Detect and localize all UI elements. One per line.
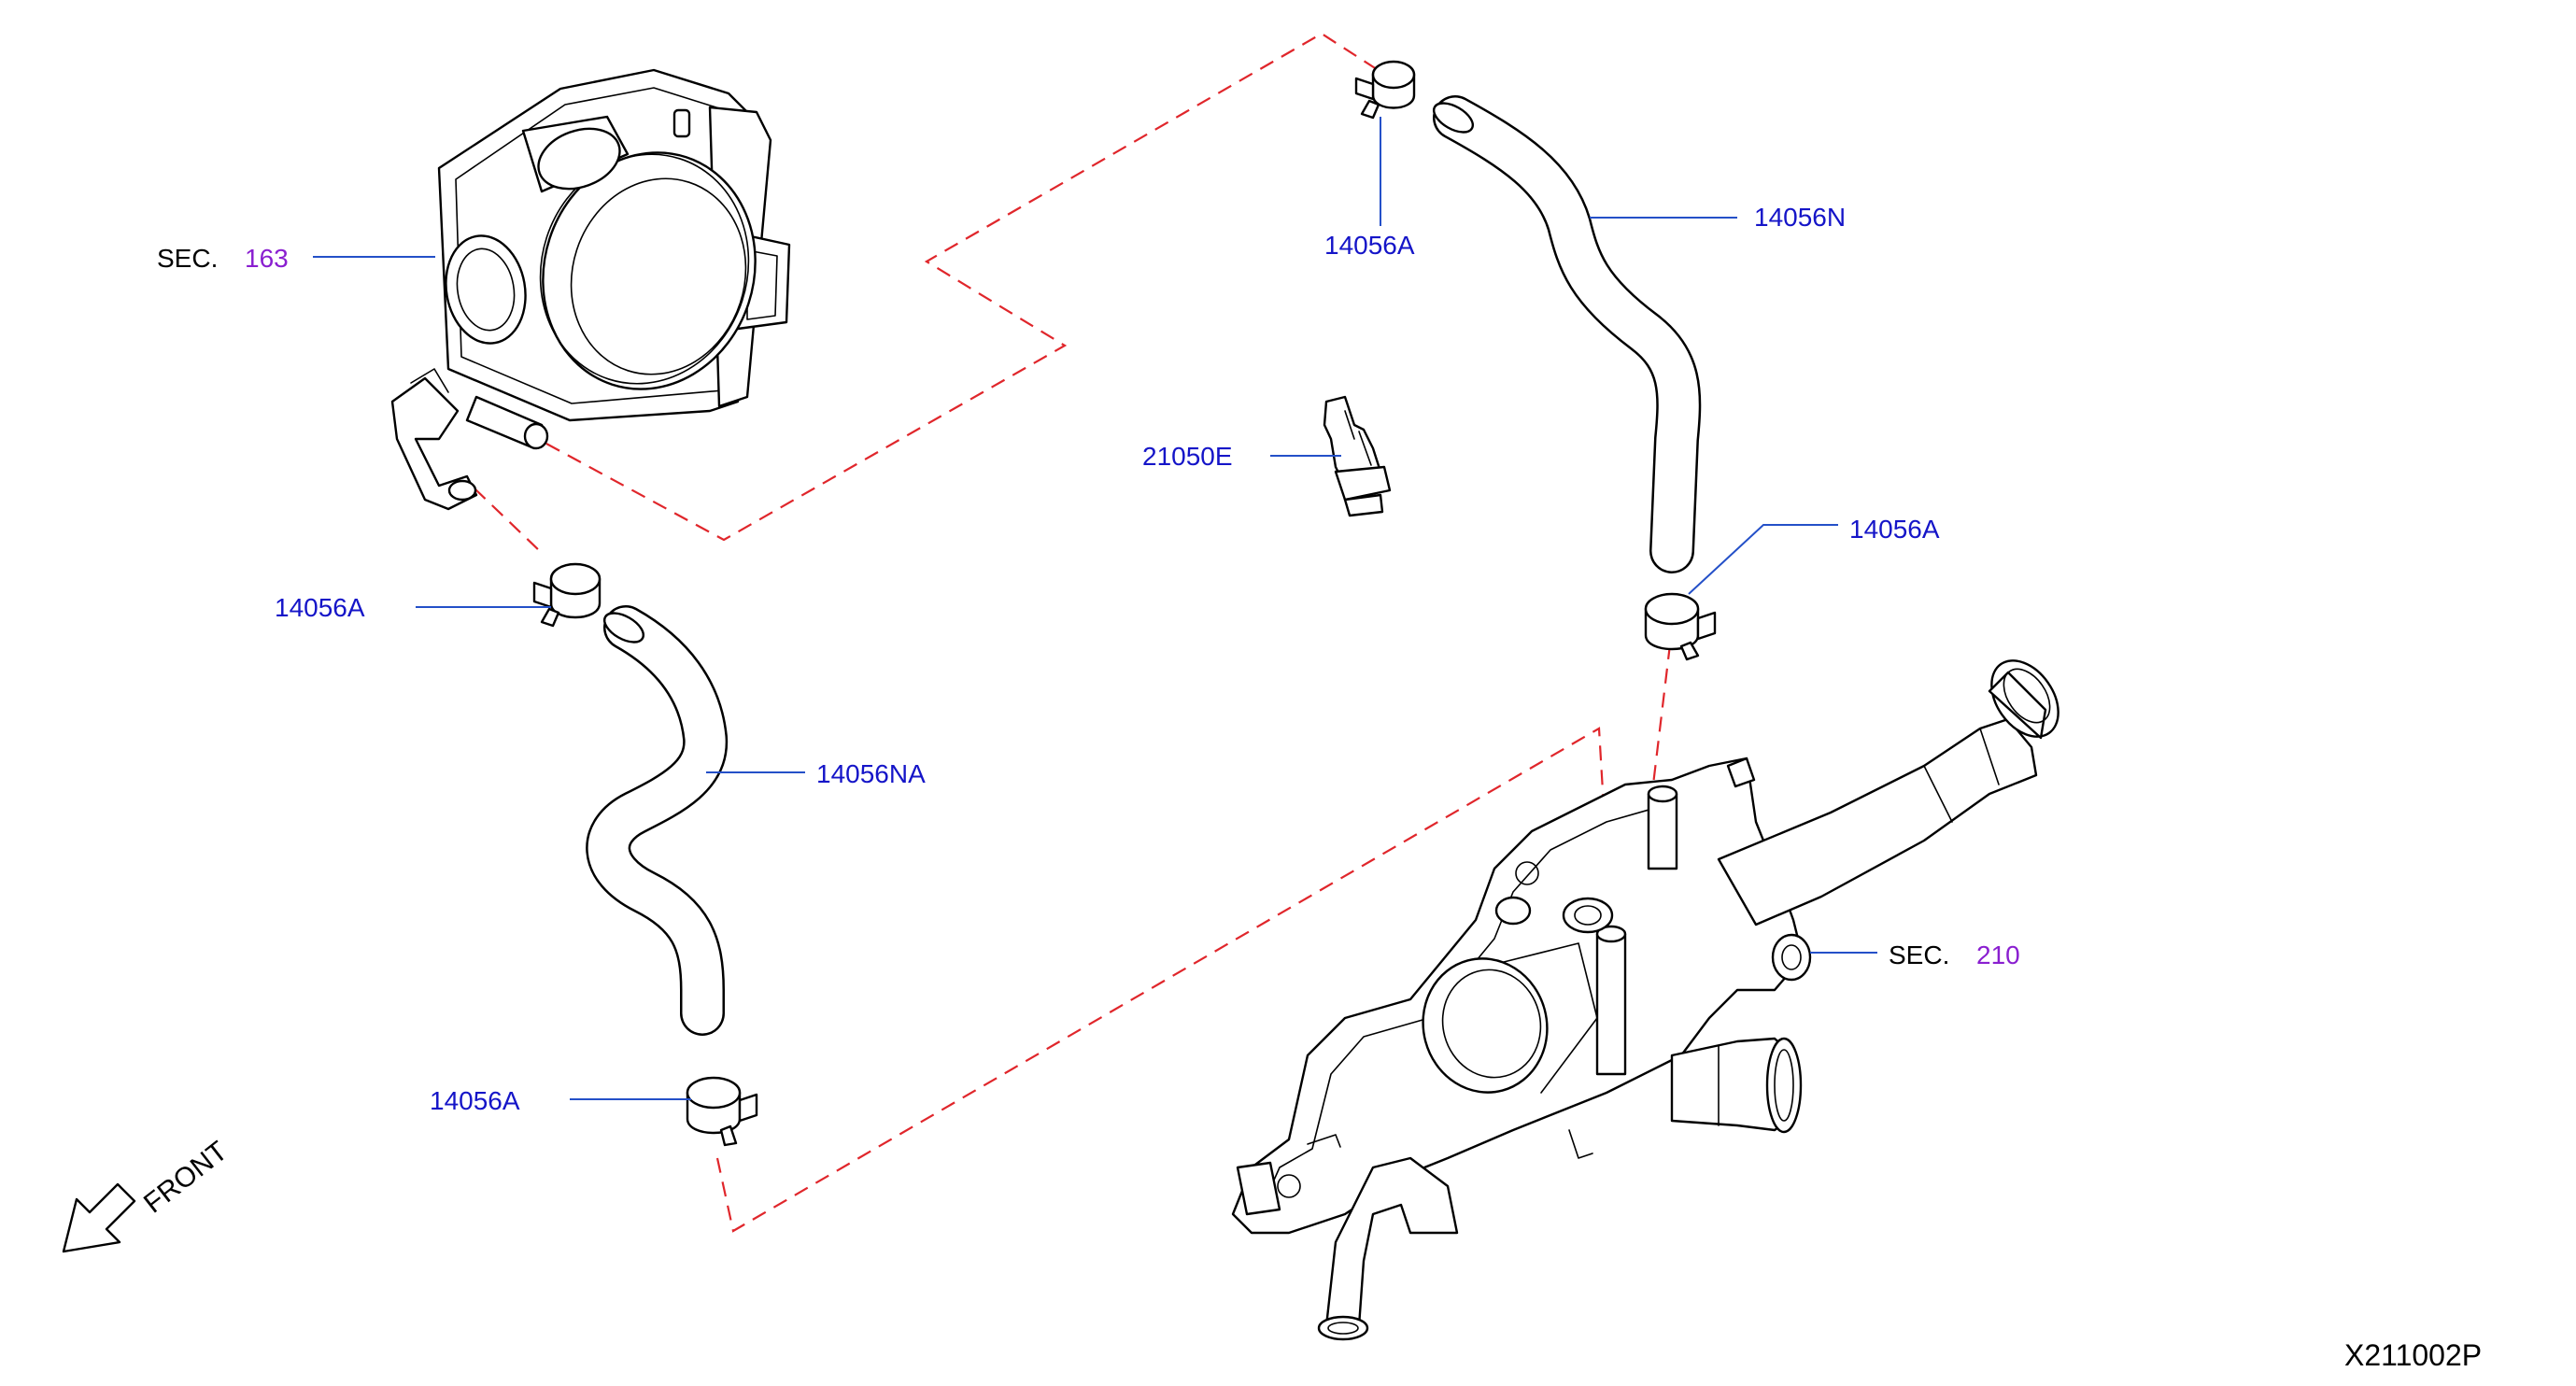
front-arrow-icon (62, 1182, 136, 1253)
label-hose-lower[interactable]: 14056NA (816, 759, 926, 788)
throttle-body-assembly[interactable] (390, 68, 791, 511)
hose-14056n[interactable] (1429, 95, 1702, 573)
label-clamp-left[interactable]: 14056A (275, 593, 365, 622)
sec-210-number[interactable]: 210 (1976, 940, 2020, 969)
dash-right-clamp-to-outlet (1651, 644, 1672, 785)
diagram-id: X211002P (2344, 1338, 2482, 1372)
sec-210-prefix: SEC. (1889, 940, 1949, 969)
clamp-left[interactable] (532, 562, 602, 628)
clamp-right[interactable] (1644, 592, 1717, 661)
leader-lines (313, 117, 1877, 1100)
label-clip[interactable]: 21050E (1142, 442, 1233, 471)
front-direction-indicator: FRONT (62, 1136, 234, 1253)
clamp-bottom[interactable] (686, 1076, 758, 1147)
hose-14056na[interactable] (586, 605, 729, 1036)
label-hose-upper[interactable]: 14056N (1754, 203, 1846, 232)
sec-163-number[interactable]: 163 (245, 244, 289, 273)
sec-163-prefix: SEC. (157, 244, 218, 273)
clamp-top[interactable] (1354, 60, 1416, 120)
labels: SEC. 163 14056A 14056N 21050E 14056A 140… (157, 203, 2482, 1372)
dash-throttle-to-left-clamp (474, 488, 543, 554)
clip-21050e[interactable] (1323, 395, 1392, 517)
label-clamp-right[interactable]: 14056A (1849, 515, 1940, 544)
water-outlet-assembly[interactable] (1231, 648, 2072, 1341)
label-clamp-top[interactable]: 14056A (1324, 231, 1415, 260)
dash-throttle-to-top-clamp (545, 32, 1383, 542)
front-label: FRONT (138, 1136, 234, 1220)
label-clamp-bottom[interactable]: 14056A (430, 1086, 520, 1115)
